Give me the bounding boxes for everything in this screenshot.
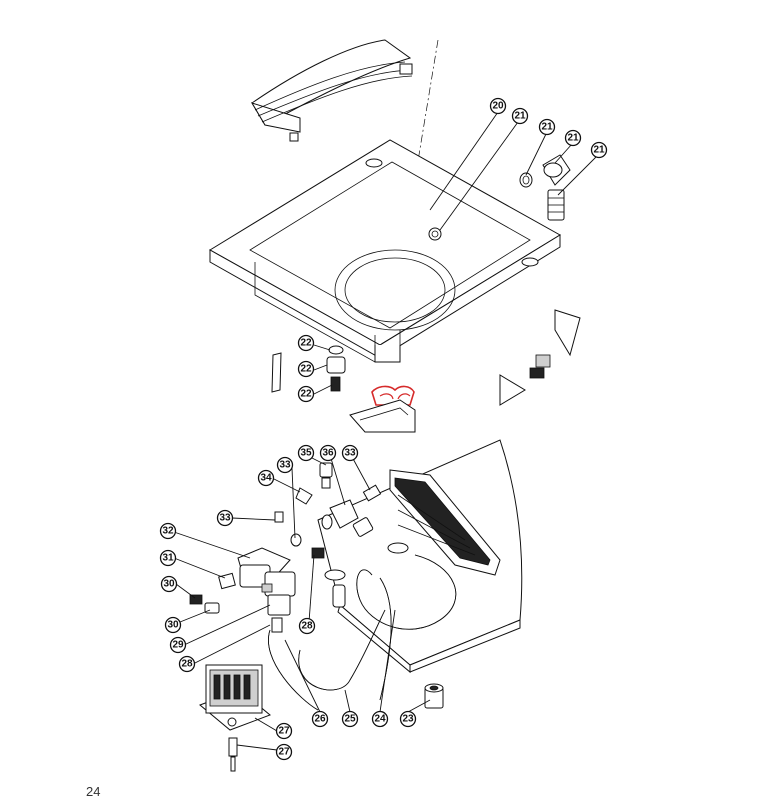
callout-22-a: 22: [297, 334, 315, 352]
callout-label: 26: [314, 714, 326, 725]
callout-30-b: 30: [164, 616, 182, 634]
sink-basin: [209, 139, 561, 363]
callout-label: 31: [162, 553, 174, 564]
callout-label: 27: [278, 726, 290, 737]
transformer: [199, 664, 271, 772]
callout-27-a: 27: [275, 722, 293, 740]
callout-label: 35: [300, 448, 312, 459]
page-number: 24: [86, 784, 101, 799]
callout-label: 33: [279, 460, 291, 471]
callout-30-a: 30: [160, 575, 178, 593]
callout-label: 28: [181, 659, 193, 670]
hopper-part: [349, 399, 416, 433]
callout-label: 33: [344, 448, 356, 459]
solenoid-valves: [189, 547, 296, 633]
callout-label: 36: [322, 448, 334, 459]
callout-label: 22: [300, 389, 312, 400]
callout-label: 23: [402, 714, 414, 725]
callout-26: 26: [311, 710, 329, 728]
drain-fittings: [519, 154, 571, 221]
callout-label: 28: [301, 621, 313, 632]
callout-21-a: 21: [511, 107, 529, 125]
callout-label: 21: [514, 111, 526, 122]
standoff-23: [424, 683, 444, 709]
callout-25: 25: [341, 710, 359, 728]
callout-label: 29: [172, 640, 184, 651]
callout-23: 23: [399, 710, 417, 728]
callout-label: 27: [278, 747, 290, 758]
callout-33-b: 33: [276, 456, 294, 474]
vent-grille: [389, 469, 501, 576]
callout-35: 35: [297, 444, 315, 462]
callout-28-b: 28: [298, 617, 316, 635]
callout-label: 25: [344, 714, 356, 725]
callout-21-c: 21: [564, 129, 582, 147]
callout-label: 22: [300, 338, 312, 349]
base-plate: [317, 439, 523, 674]
callout-label: 21: [567, 133, 579, 144]
callout-label: 33: [219, 513, 231, 524]
callout-33-a: 33: [216, 509, 234, 527]
callout-label: 30: [167, 620, 179, 631]
callout-31: 31: [159, 549, 177, 567]
callout-22-c: 22: [297, 385, 315, 403]
valve-parts-22: [271, 345, 346, 393]
bracket-parts: [499, 309, 581, 406]
leader-lines: [173, 111, 599, 751]
callout-label: 21: [541, 122, 553, 133]
callout-32: 32: [159, 522, 177, 540]
lid-cover: [250, 39, 413, 142]
callout-20: 20: [489, 97, 507, 115]
callout-label: 32: [162, 526, 174, 537]
callout-27-b: 27: [275, 743, 293, 761]
callout-28-a: 28: [178, 655, 196, 673]
callout-label: 24: [374, 714, 386, 725]
callout-label: 30: [163, 579, 175, 590]
callout-label: 34: [260, 473, 272, 484]
callout-21-d: 21: [590, 141, 608, 159]
callout-29: 29: [169, 636, 187, 654]
callout-22-b: 22: [297, 360, 315, 378]
callout-36: 36: [319, 444, 337, 462]
callout-33-c: 33: [341, 444, 359, 462]
callout-label: 20: [492, 101, 504, 112]
callout-label: 22: [300, 364, 312, 375]
callout-24: 24: [371, 710, 389, 728]
callout-34: 34: [257, 469, 275, 487]
callout-21-b: 21: [538, 118, 556, 136]
callout-label: 21: [593, 145, 605, 156]
brand-logo: [371, 385, 415, 406]
